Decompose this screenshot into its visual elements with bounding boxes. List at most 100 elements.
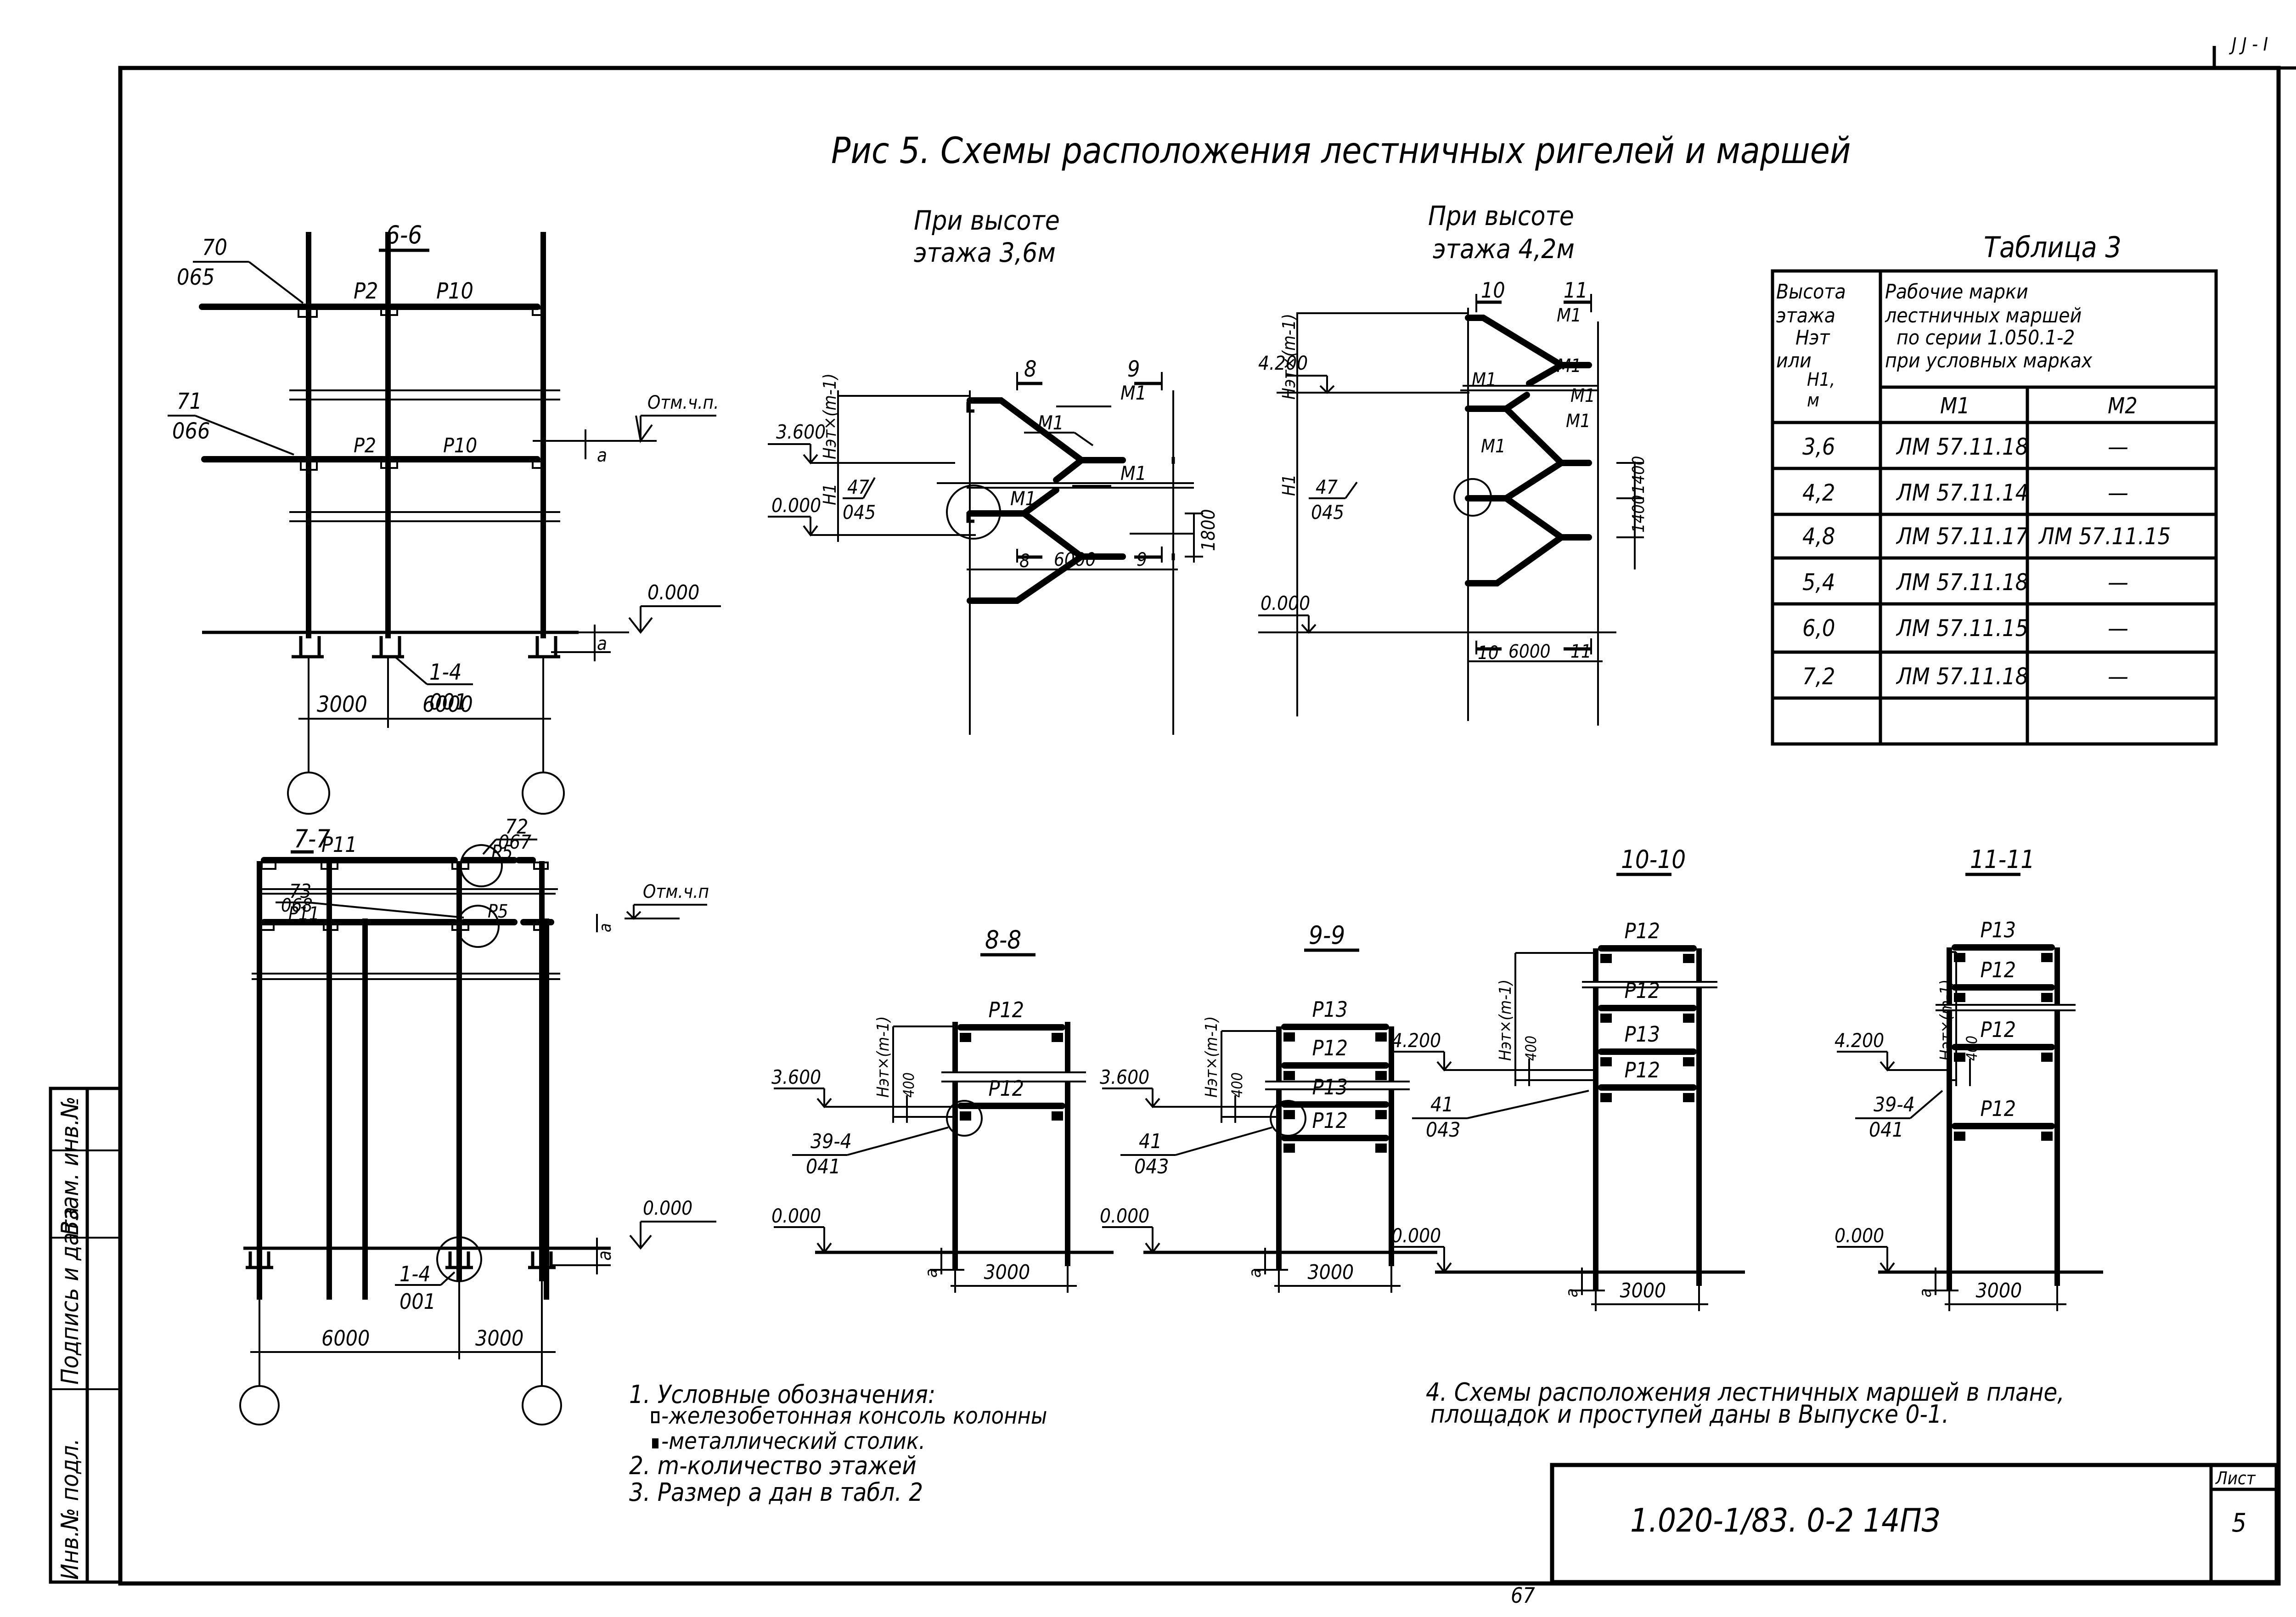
metal-bracket-icon xyxy=(1375,1032,1387,1042)
callout-code: 045 xyxy=(843,501,876,524)
metal-bracket-icon xyxy=(2041,1053,2053,1062)
callout-code: 043 xyxy=(1426,1118,1461,1142)
section-label: 7-7 xyxy=(294,824,330,853)
detail-circle xyxy=(1453,478,1492,517)
callout-number: 47 xyxy=(1316,476,1338,498)
cell-height: 7,2 xyxy=(1802,663,1835,690)
beam-label: Р13 xyxy=(1981,918,2016,942)
callout-number: 41 xyxy=(1139,1130,1162,1153)
metal-bracket-icon xyxy=(1283,1071,1295,1080)
stair-flight xyxy=(967,397,1126,463)
stair-flight xyxy=(1465,534,1564,586)
metal-bracket-icon xyxy=(1375,1071,1387,1080)
caption: этажа 3,6м xyxy=(914,237,1056,268)
header-text: Высота xyxy=(1776,280,1846,304)
dim-a: а xyxy=(596,923,615,932)
beam-label: Р11 xyxy=(321,832,357,857)
axis-marker xyxy=(522,1385,562,1425)
section-mark: 8 xyxy=(1024,356,1036,382)
caption: этажа 4,2м xyxy=(1433,233,1575,265)
metal-bracket-icon xyxy=(1683,1057,1694,1066)
table-row: 5,4 ЛМ 57.11.18 — xyxy=(1802,569,2128,596)
line xyxy=(847,1127,949,1156)
level-mark: 0.000 xyxy=(771,1205,821,1227)
flight-label: М1 xyxy=(1570,385,1595,406)
beam-label: Р12 xyxy=(1625,1058,1660,1082)
header-text: этажа xyxy=(1776,304,1835,327)
header-text: Рабочие марки xyxy=(1885,280,2028,304)
subheader-m2: М2 xyxy=(2108,393,2138,419)
document-code: 1.020-1/83. 0-2 14ПЗ xyxy=(1630,1502,1940,1539)
beam-label: Р12 xyxy=(1981,1096,2016,1121)
dim-value: 3000 xyxy=(317,692,367,717)
console-icon xyxy=(380,461,398,469)
title-block xyxy=(1550,1463,2279,1584)
level-arrow xyxy=(629,1234,652,1250)
metal-bracket-icon xyxy=(1600,954,1612,963)
note-3: 3. Размер а дан в табл. 2 xyxy=(629,1478,923,1507)
level-mark: 4.200 xyxy=(1391,1029,1441,1052)
metal-bracket-icon xyxy=(1683,1093,1694,1102)
cell-m2: ЛМ 57.11.15 xyxy=(2038,523,2171,550)
section-label: 11-11 xyxy=(1970,845,2035,874)
section-label: 6-6 xyxy=(386,220,422,249)
header-text: по серии 1.050.1-2 xyxy=(1896,326,2075,349)
cell-m1: ЛМ 57.11.17 xyxy=(1896,523,2029,550)
metal-bracket-icon xyxy=(1052,1111,1063,1121)
metal-bracket-icon xyxy=(1600,1014,1612,1023)
dim-label: Н1 xyxy=(1279,474,1299,496)
cell-m2: — xyxy=(2108,479,2128,506)
level-mark: 0.000 xyxy=(771,494,821,517)
legend-console: -железобетонная консоль колонны xyxy=(661,1403,1047,1429)
level-mark: 3.600 xyxy=(776,421,826,443)
legend-bracket: -металлический столик. xyxy=(661,1428,925,1454)
note-2: 2. m-количество этажей xyxy=(629,1451,917,1480)
dim-label: Нэт×(m-1) xyxy=(1279,314,1299,400)
cell-height: 6,0 xyxy=(1802,615,1835,642)
metal-bracket-icon xyxy=(1052,1033,1063,1042)
metal-bracket-icon xyxy=(1600,1093,1612,1102)
dim-value: 400 xyxy=(1963,1036,1981,1061)
cell-m2: — xyxy=(2108,615,2128,642)
beam-label: Р13 xyxy=(1312,997,1348,1022)
dim-value: 1400 xyxy=(1629,456,1648,494)
flight-label: М1 xyxy=(1120,382,1147,404)
console-icon xyxy=(321,862,338,870)
sheet-number: 5 xyxy=(2232,1508,2246,1538)
table-3: Таблица 3 Высота этажа Нэт или Н1, м Раб… xyxy=(1771,231,2218,746)
cell-m2: — xyxy=(2108,569,2128,596)
level-mark: 0.000 xyxy=(1835,1224,1884,1247)
level-mark: 4.200 xyxy=(1258,352,1308,374)
callout-number: 1-4 xyxy=(429,659,462,685)
dim-value: 6000 xyxy=(1054,549,1096,570)
beam-label: Р12 xyxy=(1312,1108,1348,1133)
level-mark: 0.000 xyxy=(1100,1205,1149,1227)
flight-label: М1 xyxy=(1557,355,1581,377)
dim-label: Нэт×(m-1) xyxy=(1202,1016,1221,1098)
dim-a: а xyxy=(1563,1288,1581,1297)
dim-value: 1800 xyxy=(1198,509,1219,551)
beam-label: Р12 xyxy=(989,1076,1024,1101)
section-label: 8-8 xyxy=(985,925,1021,954)
dim-value: 400 xyxy=(1522,1036,1540,1061)
detail-circle xyxy=(946,485,1001,540)
flight-label: М1 xyxy=(1120,462,1147,485)
table-row: 3,6 ЛМ 57.11.18 — xyxy=(1802,434,2128,460)
metal-bracket-icon xyxy=(1683,1014,1694,1023)
detail-circle xyxy=(946,1100,983,1137)
metal-bracket-icon xyxy=(1283,1144,1295,1153)
dim-a: а xyxy=(1916,1288,1935,1297)
section-label: 10-10 xyxy=(1621,845,1686,874)
flight-label: М1 xyxy=(1010,487,1036,510)
callout-code: 066 xyxy=(172,418,210,444)
beam-label: Р13 xyxy=(1312,1075,1348,1099)
beam-label: Р5 xyxy=(491,841,513,863)
stamp-inv-number: Инв.№ подл. xyxy=(56,1438,84,1580)
beam-label: Р10 xyxy=(443,434,477,457)
console-legend-icon xyxy=(651,1411,659,1423)
cell-height: 5,4 xyxy=(1802,569,1835,596)
dim-value: 3000 xyxy=(1308,1261,1354,1284)
callout-number: 72 xyxy=(505,815,528,839)
